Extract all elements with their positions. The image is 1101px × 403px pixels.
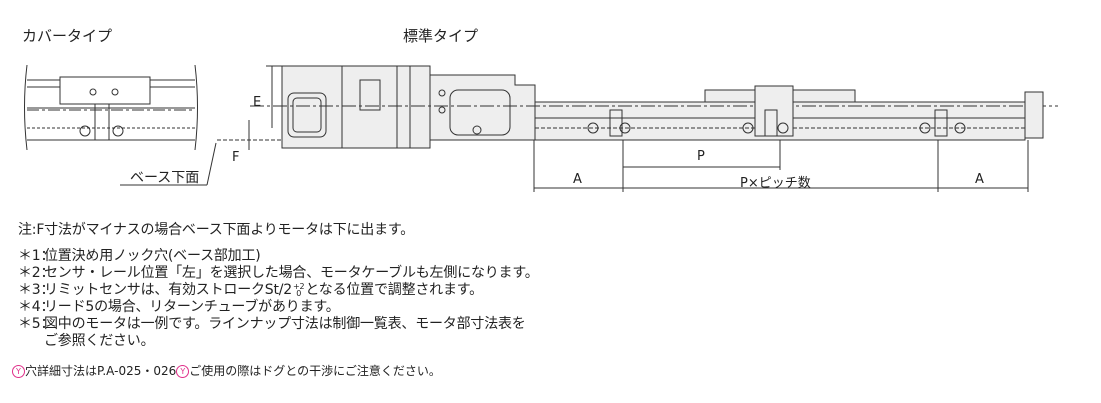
standard-type-title: 標準タイプ bbox=[403, 27, 479, 45]
note-4: ＊4：リード5の場合、リターンチューブがあります。 bbox=[18, 299, 340, 315]
base-bottom-label: ベース下面 bbox=[130, 170, 200, 186]
dim-a-right-label: A bbox=[975, 172, 984, 187]
technical-drawing bbox=[24, 64, 1058, 192]
main-note: 注:F寸法がマイナスの場合ベース下面よりモータは下に出ます。 bbox=[18, 222, 415, 238]
cover-type-title: カバータイプ bbox=[22, 27, 113, 45]
pin-icon: Y bbox=[176, 365, 190, 378]
pin-icon: Y bbox=[12, 365, 25, 378]
note-5: ＊5：図中のモータは一例です。ラインナップ寸法は制御一覧表、モータ部寸法表を bbox=[18, 316, 526, 332]
dim-pitch-label: P×ピッチ数 bbox=[740, 176, 811, 191]
dim-a-left-label: A bbox=[573, 172, 582, 187]
note-5-continued: ご参照ください。 bbox=[44, 333, 155, 349]
dim-e-label: E bbox=[253, 95, 262, 110]
cover-type-drawing bbox=[24, 64, 198, 151]
dim-f-label: F bbox=[232, 150, 240, 165]
note-2: ＊2：センサ・レール位置「左」を選択した場合、モータケーブルも左側になります。 bbox=[18, 265, 539, 281]
dim-p-label: P bbox=[697, 149, 705, 164]
note-1: ＊1：位置決め用ノック穴(ベース部加工) bbox=[18, 248, 261, 264]
